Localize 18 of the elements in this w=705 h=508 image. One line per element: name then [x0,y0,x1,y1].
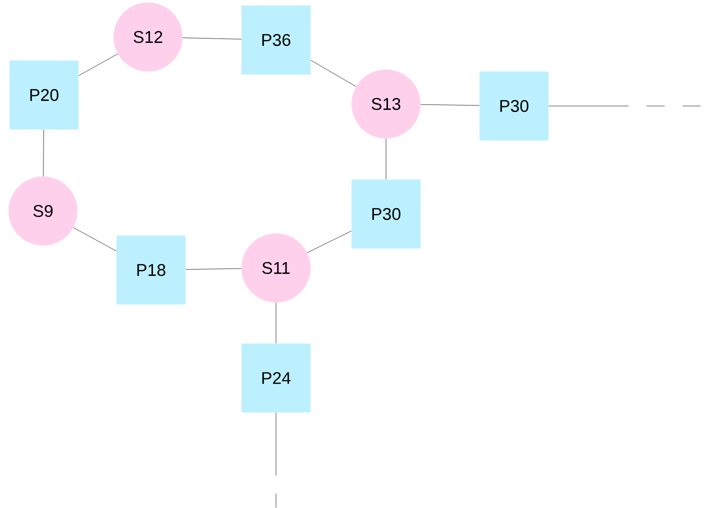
square-node: P36 [242,6,310,74]
circle-node: S13 [352,70,420,138]
square-node: P30 [352,179,420,248]
square-node: P30 [480,71,548,140]
connector-line [73,227,116,252]
connector-line [182,38,242,40]
circle-node: S11 [242,233,310,302]
connector-line [310,60,356,87]
connector-line [186,268,242,270]
connector-line [306,230,352,253]
connector-line [420,104,480,106]
square-node: P24 [242,343,310,412]
circle-node: S9 [8,176,78,246]
circle-node: S12 [114,2,182,72]
square-node: P18 [116,235,186,304]
square-node: P20 [10,60,78,130]
connector-line [43,129,44,176]
connector-line [78,54,118,76]
